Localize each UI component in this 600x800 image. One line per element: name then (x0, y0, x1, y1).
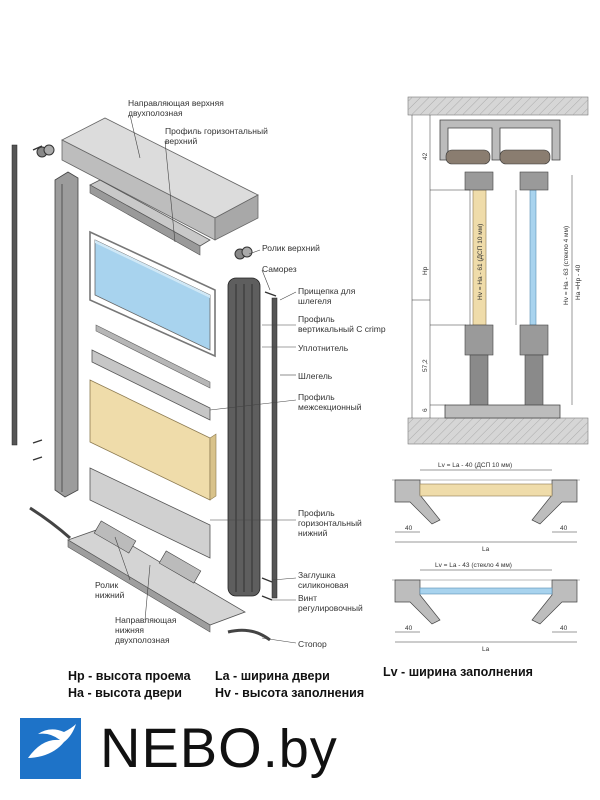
plan-glass (392, 569, 580, 643)
label-brush-clip: Прищепка для шлегеля (298, 286, 356, 306)
bottom-horizontal-profile (89, 467, 211, 559)
legend-ha: Ha - высота двери (68, 686, 182, 700)
label-seal: Уплотнитель (298, 343, 349, 353)
stopper-left (29, 506, 71, 540)
top-roller-left (36, 144, 55, 158)
label-plug: Заглушка силиконовая (298, 570, 349, 590)
label-vertical-profile: Профиль вертикальный С crimp (298, 314, 386, 334)
section-top-rollers (445, 149, 551, 165)
plan-dim-lv-dsp: Lv = La - 40 (ДСП 10 мм) (438, 462, 512, 469)
mid-section-profile (91, 349, 211, 421)
top-guide-rail (61, 117, 259, 241)
plan-dim-40-left-2: 40 (405, 625, 413, 632)
dim-hp: Hp (422, 266, 429, 275)
logo-wordmark: NEBO.by (100, 716, 338, 781)
bottom-guide-rail (67, 527, 246, 633)
left-vertical-profile (54, 171, 79, 498)
logo-bird-icon (20, 718, 81, 779)
plan-glass-fill (419, 587, 553, 595)
top-roller-right (234, 246, 253, 260)
legend-hv: Hv - высота заполнения (215, 686, 365, 700)
label-mid-profile: Профиль межсекционный (298, 392, 362, 412)
dim-ha: Ha =Hp - 40 (575, 264, 582, 300)
legend-hp: Hp - высота проема (68, 669, 191, 683)
right-vertical-profile (227, 277, 261, 597)
logo-name: NEBO (100, 716, 263, 779)
legend-la: La - ширина двери (215, 669, 330, 683)
bottom-roller-2 (158, 550, 202, 584)
label-bottom-guide: Направляющая нижняя двухполозная (115, 615, 177, 645)
screws (32, 145, 277, 601)
dim-6: 6 (422, 408, 429, 412)
plan-dim-la-2: La (482, 646, 490, 653)
label-top-guide: Направляющая верхняя двухполозная (128, 98, 224, 118)
label-screw: Саморез (262, 264, 297, 274)
right-brush (271, 297, 278, 599)
legend-lv: Lv - ширина заполнения (383, 665, 533, 679)
dim-hv-dsp: Hv = Ha - 61 (ДСП 10 мм) (477, 224, 484, 300)
plan-dsp-fill (419, 483, 553, 497)
plan-dim-40-right-2: 40 (560, 625, 568, 632)
glass-panel (94, 239, 211, 351)
dim-hv-glass: Hv = Ha - 63 (стекло 4 мм) (563, 226, 570, 305)
dim-57: 57,2 (422, 359, 429, 372)
plan-dim-la: La (482, 546, 490, 553)
plan-dim-40-right: 40 (560, 525, 568, 532)
bottom-guide-section (444, 404, 561, 419)
stopper-right (227, 628, 271, 642)
dim-42: 42 (422, 152, 429, 160)
label-adj-screw: Винт регулировочный (298, 593, 363, 613)
plan-dsp (392, 469, 580, 543)
label-brush: Шлегель (298, 371, 333, 381)
section-dimension-lines (411, 115, 573, 418)
label-bottom-roller: Ролик нижний (95, 580, 125, 600)
plan-dim-lv-glass: Lv = La - 43 (стекло 4 мм) (435, 562, 512, 569)
leader-lines (114, 114, 297, 644)
label-bottom-profile: Профиль горизонтальный нижний (298, 508, 362, 538)
label-top-profile: Профиль горизонтальный верхний (165, 126, 268, 146)
plan-dim-40-left: 40 (405, 525, 413, 532)
seal-strip (95, 324, 211, 389)
left-brush (11, 144, 18, 446)
label-stopper: Стопор (298, 639, 327, 649)
logo-suffix: .by (262, 719, 338, 779)
label-top-roller: Ролик верхний (262, 243, 320, 253)
